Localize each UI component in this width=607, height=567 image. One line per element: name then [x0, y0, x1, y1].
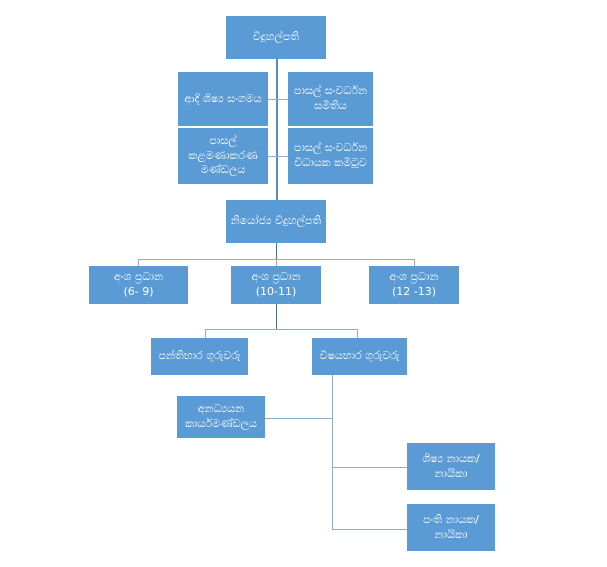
- node-old-students-association-label: ආදි ශිෂ්‍ය සංගමය: [184, 91, 262, 105]
- node-school-development-executive-committee-label: පාසල් සංවර්ධන විධායක කමිටුව: [293, 141, 368, 169]
- connector-student-leader: [332, 467, 407, 468]
- node-non-academic-staff-label: අනධ්‍යයන කාර්යමණ්ඩලය: [185, 402, 257, 430]
- node-non-academic-staff[interactable]: අනධ්‍යයන කාර්යමණ්ඩලය: [177, 396, 265, 438]
- node-section-head-12-13-range: (12 -13): [391, 285, 437, 298]
- connector-teachers-bus: [205, 329, 358, 330]
- node-deputy-principal-label: නියෝජ්‍ය විදුහල්පති: [230, 214, 322, 228]
- node-school-development-society-label: පාසල් සංවර්ධන සමිතිය: [293, 84, 368, 112]
- connector-section-head-drop-left: [138, 259, 139, 267]
- node-subject-teachers[interactable]: විෂයභාර ගුරුවරු: [312, 338, 407, 375]
- connector-principal-spine: [276, 58, 278, 205]
- connector-class-leader: [332, 529, 407, 530]
- node-section-head-10-11[interactable]: අංශ ප්‍රධාන (10-11): [231, 266, 321, 304]
- connector-teachers-drop-left: [205, 329, 206, 338]
- node-section-head-6-9[interactable]: අංශ ප්‍රධාන (6- 9): [89, 266, 188, 304]
- node-school-development-society[interactable]: පාසල් සංවර්ධන සමිතිය: [288, 72, 373, 126]
- node-student-leader[interactable]: ශිෂ්‍ය නායක/ නායිකා: [407, 443, 495, 490]
- node-deputy-principal[interactable]: නියෝජ්‍ය විදුහල්පති: [226, 200, 326, 243]
- node-section-head-10-11-label: අංශ ප්‍රධාන: [251, 270, 301, 284]
- node-school-management-board[interactable]: පාසල් කළමණාකරණ මණ්ඩලය: [178, 128, 268, 184]
- connector-teachers-drop-right: [357, 329, 358, 338]
- connector-subject-teachers-drop: [332, 374, 333, 530]
- node-principal[interactable]: විදුහල්පති: [226, 16, 326, 59]
- node-principal-label: විදුහල්පති: [252, 30, 300, 44]
- node-section-head-12-13-label: අංශ ප්‍රධාන: [389, 270, 439, 284]
- node-student-leader-label: ශිෂ්‍ය නායක/ නායිකා: [422, 451, 480, 480]
- node-section-head-10-11-range: (10-11): [255, 285, 297, 298]
- node-section-head-12-13[interactable]: අංශ ප්‍රධාන (12 -13): [369, 266, 459, 304]
- node-class-teachers-label: පන්තිභාර ගුරුවරු: [158, 349, 241, 363]
- connector-teachers-stem: [276, 303, 277, 330]
- connector-non-academic-staff: [265, 418, 333, 419]
- connector-section-head-drop-mid: [276, 259, 277, 267]
- node-section-head-6-9-label: අංශ ප්‍රධාන: [113, 270, 164, 284]
- node-school-management-board-label: පාසල් කළමණාකරණ මණ්ඩලය: [188, 133, 258, 177]
- connector-section-head-drop-right: [414, 259, 415, 267]
- node-class-teachers[interactable]: පන්තිභාර ගුරුවරු: [151, 338, 248, 375]
- node-section-head-6-9-range: (6- 9): [123, 285, 154, 298]
- connector-old-students: [268, 99, 288, 100]
- node-school-development-executive-committee[interactable]: පාසල් සංවර්ධන විධායක කමිටුව: [288, 128, 373, 184]
- connector-mgmt-board: [268, 156, 288, 157]
- node-class-leader[interactable]: පංති නායක/ නායිකා: [407, 504, 495, 551]
- node-subject-teachers-label: විෂයභාර ගුරුවරු: [319, 349, 400, 363]
- node-old-students-association[interactable]: ආදි ශිෂ්‍ය සංගමය: [178, 72, 268, 126]
- node-class-leader-label: පංති නායක/ නායිකා: [423, 512, 479, 541]
- connector-deputy-stem: [276, 242, 277, 260]
